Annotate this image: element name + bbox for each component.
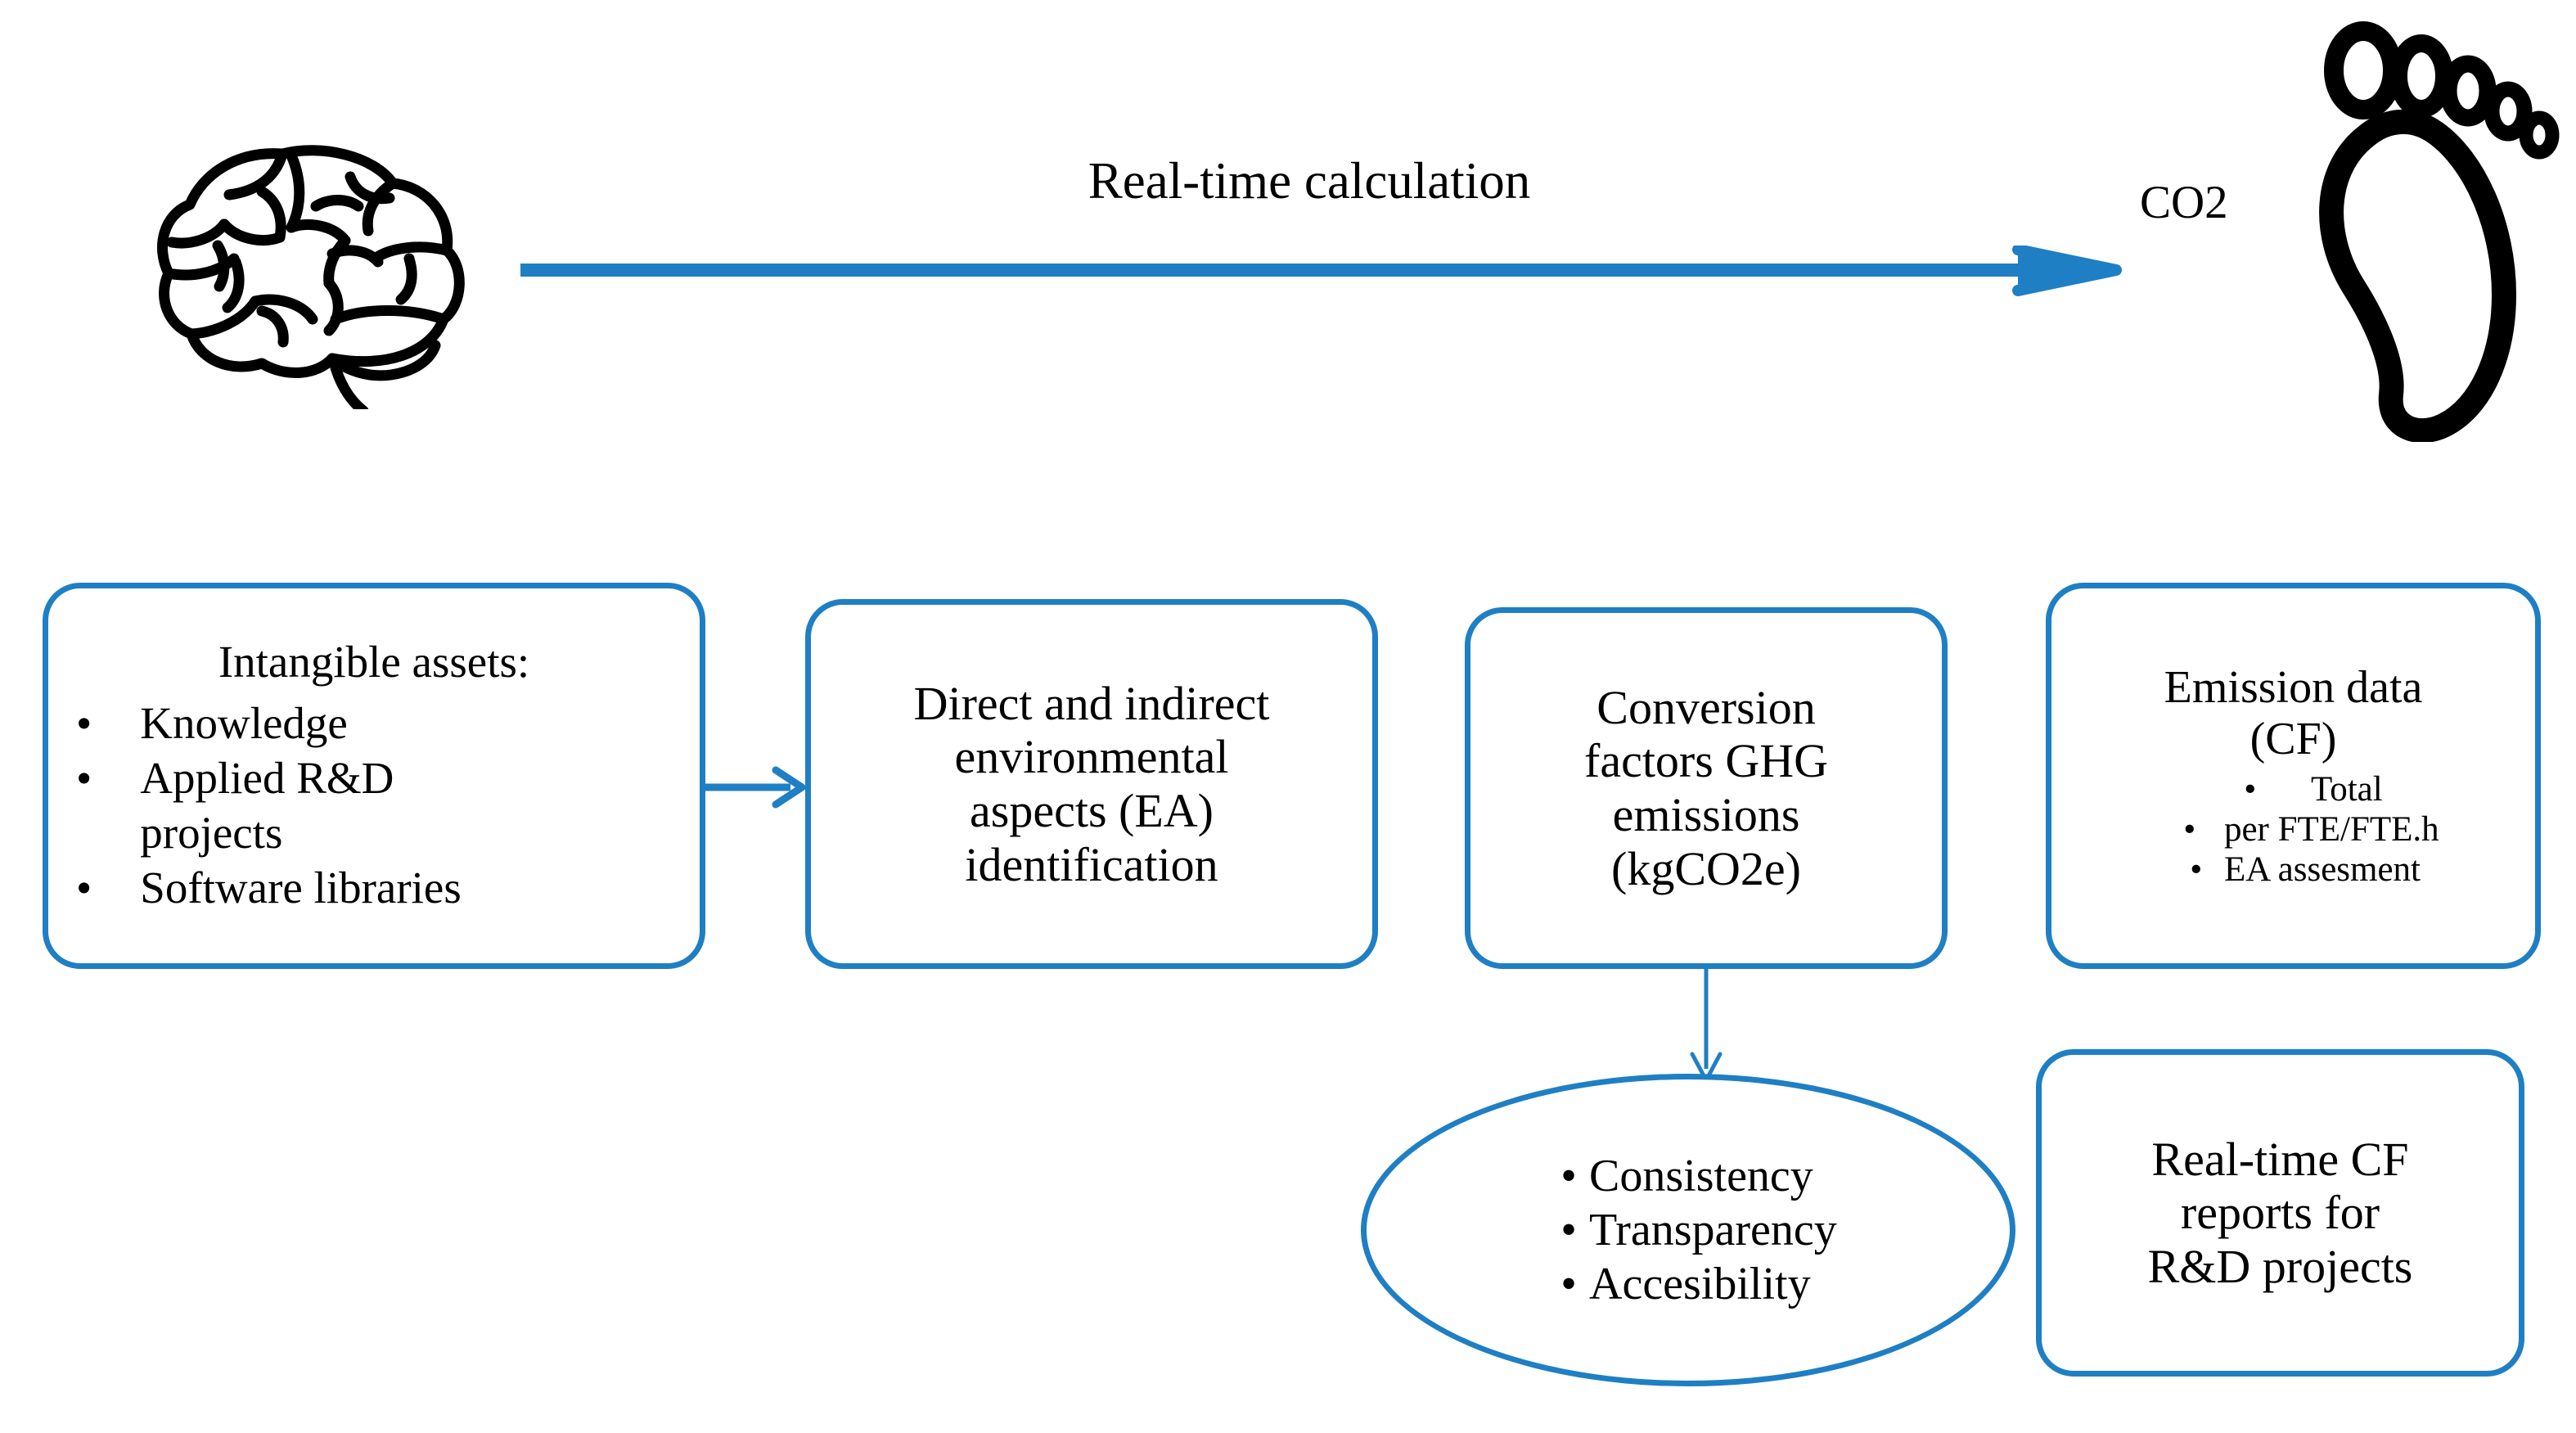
- box4-line: Emission data: [2164, 662, 2423, 714]
- bullet-dot-icon: [2244, 769, 2263, 809]
- carbon-footprint-icon: [2275, 16, 2569, 444]
- list-item: Consistency: [1560, 1149, 1837, 1203]
- box1-bullet-label: Knowledge: [140, 697, 348, 748]
- arrow-brain-to-footprint: [520, 244, 2124, 308]
- ellipse-bullet-label: Transparency: [1589, 1204, 1837, 1255]
- bullet-dot-icon: [2183, 809, 2203, 849]
- bullet-dot-icon: [1560, 1149, 1586, 1203]
- process-box-conversion-factors[interactable]: Conversion factors GHG emissions (kgCO2e…: [1465, 607, 1948, 969]
- process-box-emission-data[interactable]: Emission data (CF) Total per FTE/FTE.h E…: [2046, 583, 2541, 969]
- box4-bullet-label: per FTE/FTE.h: [2223, 809, 2439, 849]
- list-item: Transparency: [1560, 1203, 1837, 1257]
- arrow-label-real-time-calculation: Real-time calculation: [1088, 152, 1531, 210]
- box4-bullet-label: EA assesment: [2223, 849, 2421, 889]
- box1-bullet-label: Software libraries: [140, 863, 462, 913]
- list-item: EA assesment: [2147, 849, 2439, 890]
- co2-label: CO2: [2140, 177, 2228, 228]
- ellipse-bullet-label: Accesibility: [1589, 1259, 1811, 1310]
- box3-line: Conversion: [1596, 680, 1816, 734]
- box3-line: factors GHG: [1584, 734, 1828, 788]
- list-item: Accesibility: [1560, 1257, 1837, 1311]
- box2-line: identification: [965, 837, 1218, 891]
- list-item: Software libraries: [48, 860, 700, 915]
- box1-bullet-label: Applied R&D projects: [140, 752, 394, 858]
- box5-line: Real-time CF: [2151, 1132, 2409, 1186]
- box2-line: aspects (EA): [970, 784, 1214, 837]
- arrow-box1-to-box2: [705, 757, 806, 818]
- bullet-dot-icon: [76, 750, 101, 805]
- ellipse-bullet-list: Consistency Transparency Accesibility: [1560, 1149, 1837, 1311]
- arrow-box3-to-ellipse: [1676, 969, 1736, 1085]
- list-item: Total: [2147, 769, 2439, 809]
- box3-line: (kgCO2e): [1611, 841, 1801, 895]
- list-item: Applied R&D projects: [48, 750, 700, 860]
- ellipse-bullet-label: Consistency: [1589, 1150, 1813, 1201]
- box4-bullet-list: Total per FTE/FTE.h EA assesment: [2147, 769, 2439, 890]
- box4-bullet-label: Total: [2310, 769, 2383, 809]
- box2-line: Direct and indirect: [913, 676, 1270, 730]
- list-item: per FTE/FTE.h: [2147, 809, 2439, 849]
- process-box-realtime-cf-reports[interactable]: Real-time CF reports for R&D projects: [2036, 1049, 2524, 1377]
- bullet-dot-icon: [1560, 1257, 1586, 1311]
- box2-line: environmental: [954, 730, 1229, 784]
- box3-line: emissions: [1612, 788, 1800, 841]
- bullet-dot-icon: [76, 860, 101, 915]
- bullet-dot-icon: [2190, 849, 2209, 890]
- quality-criteria-ellipse[interactable]: Consistency Transparency Accesibility: [1361, 1074, 2015, 1386]
- brain-icon: [139, 123, 475, 417]
- box5-line: reports for: [2180, 1186, 2380, 1240]
- process-box-ea-identification[interactable]: Direct and indirect environmental aspect…: [805, 599, 1378, 969]
- box1-bullet-list: Knowledge Applied R&D projects Software …: [48, 696, 700, 915]
- list-item: Knowledge: [48, 696, 700, 750]
- bullet-dot-icon: [1560, 1203, 1586, 1257]
- box4-line: (CF): [2249, 714, 2337, 765]
- process-box-intangible-assets[interactable]: Intangible assets: Knowledge Applied R&D…: [43, 583, 705, 969]
- bullet-dot-icon: [76, 696, 101, 750]
- box5-line: R&D projects: [2147, 1239, 2413, 1293]
- box1-heading: Intangible assets:: [218, 636, 530, 687]
